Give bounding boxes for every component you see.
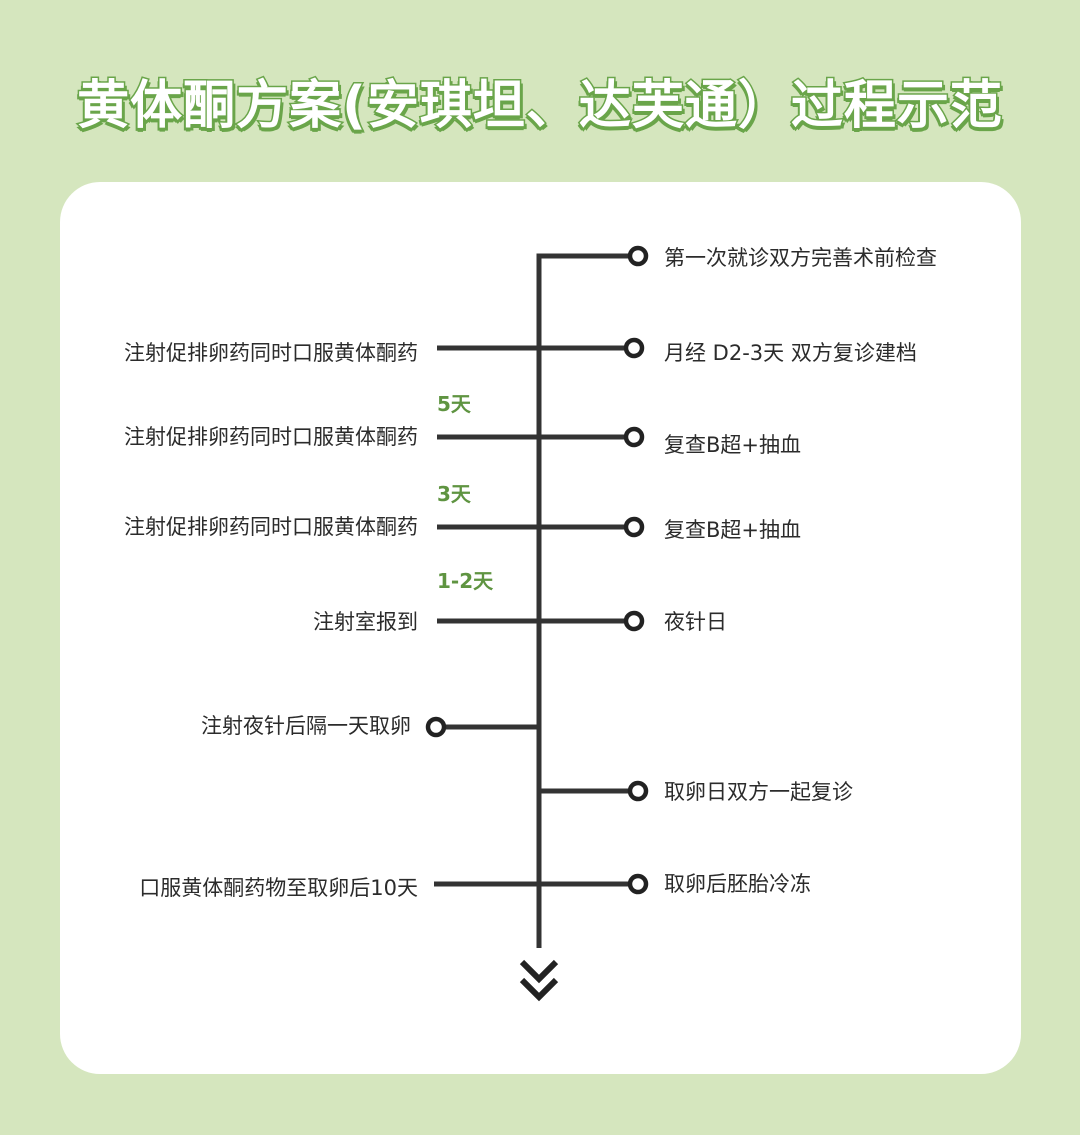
step-6-action: 注射夜针后隔一天取卵 <box>201 714 411 738</box>
step-7-label: 取卵日双方一起复诊 <box>664 780 853 804</box>
step-2-action: 注射促排卵药同时口服黄体酮药 <box>124 341 418 365</box>
circle-node-icon <box>623 337 645 359</box>
interval-label: 3天 <box>437 482 471 506</box>
circle-node-icon <box>627 873 649 895</box>
step-2-label: 月经 D2-3天 双方复诊建档 <box>664 341 917 365</box>
step-5-label: 夜针日 <box>664 610 727 634</box>
step-5-action: 注射室报到 <box>313 610 418 634</box>
interval-label: 5天 <box>437 392 471 416</box>
circle-node-icon <box>627 245 649 267</box>
step-4-action: 注射促排卵药同时口服黄体酮药 <box>124 515 418 539</box>
step-3-action: 注射促排卵药同时口服黄体酮药 <box>124 425 418 449</box>
circle-node-icon <box>623 516 645 538</box>
double-chevron-down-icon <box>519 959 559 1002</box>
step-3-label: 复查B超+抽血 <box>664 433 802 457</box>
circle-node-icon <box>623 426 645 448</box>
circle-node-icon <box>425 716 447 738</box>
page-title: 黄体酮方案(安琪坦、达芙通）过程示范 <box>76 75 1004 138</box>
step-8-label: 取卵后胚胎冷冻 <box>664 872 811 896</box>
timeline-trunk <box>536 253 638 948</box>
interval-label: 1-2天 <box>437 569 494 593</box>
circle-node-icon <box>627 780 649 802</box>
step-8-action: 口服黄体酮药物至取卵后10天 <box>139 876 418 900</box>
circle-node-icon <box>623 610 645 632</box>
step-4-label: 复查B超+抽血 <box>664 518 802 542</box>
step-1-label: 第一次就诊双方完善术前检查 <box>664 246 937 270</box>
